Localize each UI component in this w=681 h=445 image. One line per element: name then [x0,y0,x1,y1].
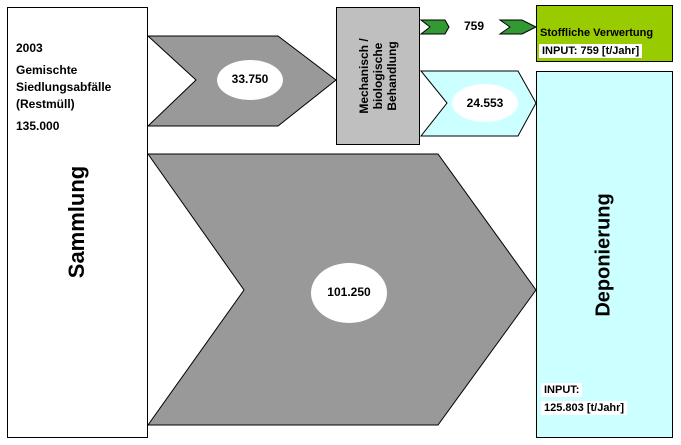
collection-title: Sammlung [64,165,89,279]
recycling-title: Stoffliche Verwertung [540,27,654,39]
flow-label-bubble-mbt-to-landfill [452,84,518,122]
collection-year: 2003 [16,41,43,55]
flow-value-mbt-to-recycling: 759 [464,19,485,33]
flow-arrow-mbt-to-recycling-right [498,19,538,35]
landfill-box: INPUT: 125.803 [t/Jahr] [536,71,673,438]
mbt-label-line1: Mechanisch / [357,38,371,114]
landfill-input-value: 125.803 [t/Jahr] [541,401,628,415]
mbt-label-line2: biologische [371,42,385,110]
landfill-input-label: INPUT: [541,383,583,397]
collection-waste-line3: (Restmüll) [16,97,75,111]
landfill-title: Deponierung [592,193,615,317]
flow-value-to-landfill: 101.250 [327,285,371,299]
recycling-box: Stoffliche Verwertung INPUT: 759 [t/Jahr… [536,5,673,62]
flow-label-bubble-to-mbt [217,60,283,100]
mbt-label-line3: Behandlung [385,41,399,111]
recycling-input: INPUT: 759 [t/Jahr] [539,44,643,58]
flow-label-bubble-to-landfill [311,263,387,323]
flow-value-to-mbt: 33.750 [231,72,269,86]
mbt-box [336,7,420,145]
flow-arrow-mbt-to-recycling-left [419,19,450,35]
collection-box: 2003 Gemischte Siedlungsabfälle (Restmül… [7,7,148,438]
collection-waste-line2: Siedlungsabfälle [16,80,112,94]
collection-waste-line1: Gemischte [16,63,78,77]
mbt-label: Mechanisch / biologische Behandlung [357,38,399,113]
collection-total: 135.000 [16,119,60,133]
flow-value-mbt-to-landfill: 24.553 [466,96,504,110]
